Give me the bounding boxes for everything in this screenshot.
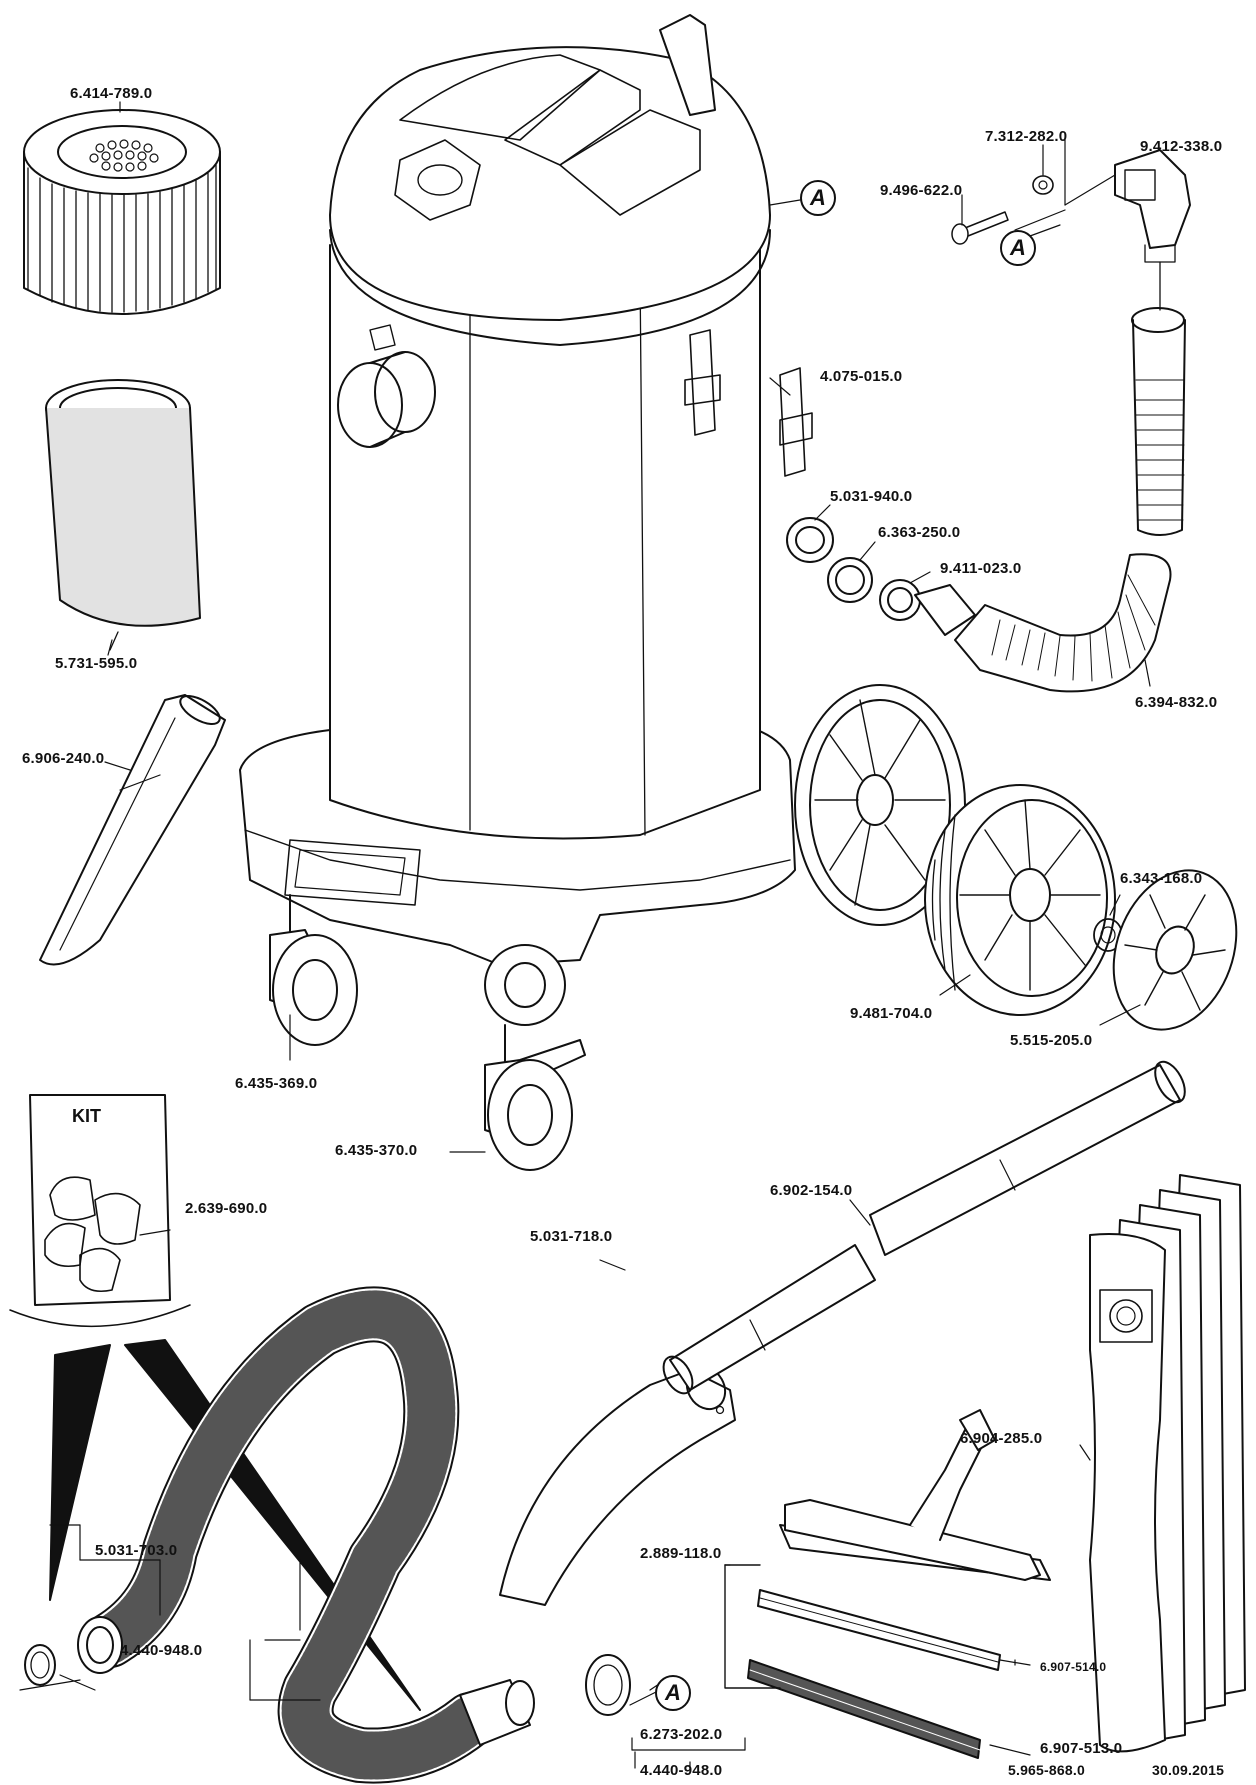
callout-a-top: A — [800, 180, 836, 216]
callout-a-right: A — [1000, 230, 1036, 266]
right-hose-drawing — [779, 149, 1191, 693]
crevice-nozzle-drawing — [39, 694, 226, 966]
kit-bag-drawing — [9, 1094, 191, 1327]
paper-bags-drawing — [1089, 1174, 1246, 1753]
rear-wheel-drawing — [794, 684, 966, 926]
label-extension-tube: 6.902-154.0 — [770, 1182, 853, 1199]
vacuum-body-drawing — [239, 14, 796, 966]
label-wheel: 9.481-704.0 — [850, 1005, 933, 1022]
label-crevice-nozzle: 6.906-240.0 — [22, 750, 105, 767]
label-suction-hose-right: 6.394-832.0 — [1135, 694, 1218, 711]
tube-lower-drawing — [662, 1244, 876, 1395]
label-latch: 4.075-015.0 — [820, 368, 903, 385]
label-strip-a: 6.907-514.0 — [1040, 1660, 1107, 1674]
label-strip-b: 6.907-513.0 — [1040, 1740, 1123, 1757]
label-hose-adapter: 9.411-023.0 — [940, 560, 1022, 577]
wheel-drawing — [924, 784, 1123, 1016]
tube-upper-drawing — [869, 1060, 1186, 1256]
label-filter-cartridge: 6.414-789.0 — [70, 85, 153, 102]
label-seal-ring: 6.363-250.0 — [878, 524, 961, 541]
label-castor-b: 6.435-370.0 — [335, 1142, 418, 1159]
label-clamp: 5.031-703.0 — [95, 1542, 178, 1559]
left-hose-drawing — [24, 1286, 631, 1784]
kit-label: KIT — [72, 1106, 101, 1126]
label-floor-nozzle: 2.889-118.0 — [640, 1545, 722, 1562]
label-screw: 9.496-622.0 — [880, 182, 963, 199]
fitting-drawings — [786, 517, 976, 636]
label-hose-ring: 6.273-202.0 — [640, 1726, 723, 1743]
label-paper-bags: 6.904-285.0 — [960, 1430, 1043, 1447]
callout-a-bottom: A — [655, 1675, 691, 1711]
label-wheel-circlip: 6.343-168.0 — [1120, 870, 1203, 887]
hub-cap-drawing — [1112, 869, 1238, 1031]
castor-front-drawing — [484, 944, 566, 1026]
label-hub-cap: 5.515-205.0 — [1010, 1032, 1093, 1049]
footer-doc-number: 5.965-868.0 — [1008, 1762, 1085, 1778]
label-adapter-kit: 2.639-690.0 — [185, 1200, 268, 1217]
label-suction-hose-left: 4.440-948.0 — [120, 1642, 203, 1659]
label-hose-set-bottom: 4.440-948.0 — [640, 1762, 723, 1779]
leader-lines — [19, 101, 1151, 1773]
filter-bag-drawing — [45, 379, 201, 651]
kit-wedge-left — [49, 1344, 111, 1601]
label-nut: 5.031-940.0 — [830, 488, 913, 505]
bend-drawing — [499, 1365, 736, 1606]
label-filter-bag: 5.731-595.0 — [55, 655, 138, 672]
label-bend: 5.031-718.0 — [530, 1228, 613, 1245]
filter-cartridge-drawing — [23, 109, 221, 315]
label-washer: 7.312-282.0 — [985, 128, 1068, 145]
footer-date: 30.09.2015 — [1152, 1762, 1225, 1778]
label-elbow: 9.412-338.0 — [1140, 138, 1223, 155]
castor-b-drawing — [484, 1024, 586, 1171]
castor-a-drawing — [269, 894, 358, 1046]
label-castor-a: 6.435-369.0 — [235, 1075, 318, 1092]
floor-nozzle-drawing — [724, 1409, 1051, 1759]
